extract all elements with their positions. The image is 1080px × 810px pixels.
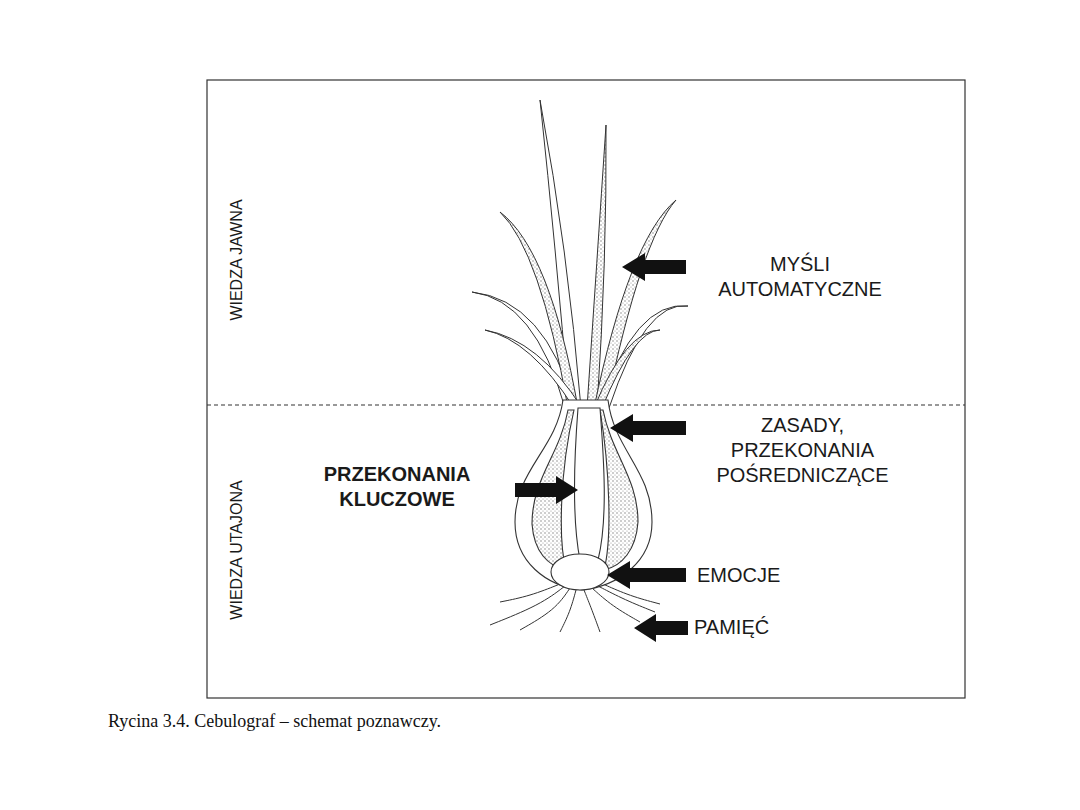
arrow-symbols <box>515 253 688 642</box>
callout-label: MYŚLI AUTOMATYCZNE <box>715 252 885 302</box>
callout-label: ZASADY, PRZEKONANIA POŚREDNICZĄCE <box>705 413 900 488</box>
callout-label: PRZEKONANIA KLUCZOWE <box>312 462 482 512</box>
onion-leaves <box>472 100 688 408</box>
callout-label: EMOCJE <box>697 563 780 588</box>
frame <box>207 80 965 698</box>
figure-caption: Rycina 3.4. Cebulograf – schemat poznawc… <box>108 711 441 732</box>
callout-label: PAMIĘĆ <box>694 615 769 640</box>
region-label: WIEDZA JAWNA <box>227 199 247 320</box>
onion-roots <box>490 584 660 632</box>
region-label: WIEDZA UTAJONA <box>227 480 247 619</box>
